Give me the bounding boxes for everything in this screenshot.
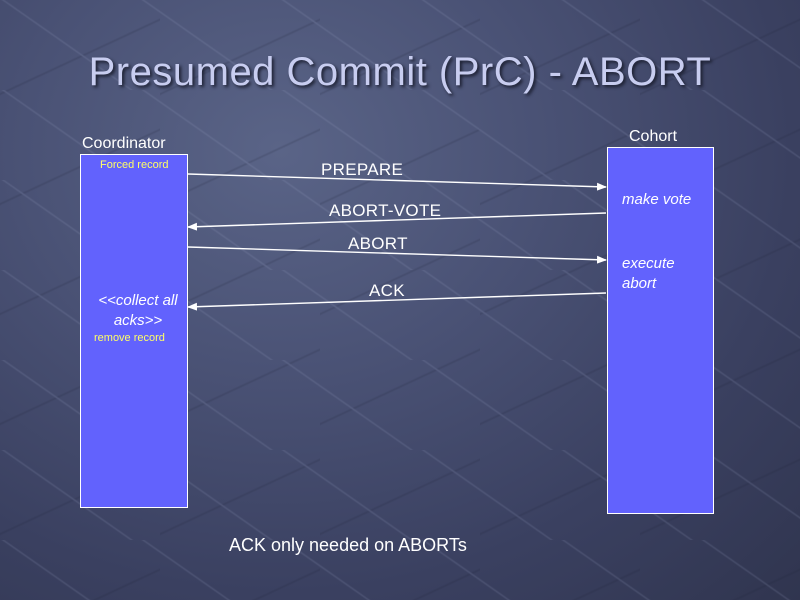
coordinator-label: Coordinator — [82, 135, 166, 152]
collect-acks-note: <<collect all acks>> — [98, 292, 178, 329]
remove-record-note: remove record — [94, 332, 165, 344]
make-vote-note: make vote — [622, 191, 692, 208]
arrow-abort-vote — [187, 212, 607, 231]
cohort-lifeline — [607, 147, 714, 514]
forced-record-note: Forced record — [100, 159, 169, 171]
message-label-ack: ACK — [369, 281, 405, 300]
footer-note: ACK only needed on ABORTs — [229, 535, 467, 555]
cohort-label: Cohort — [629, 128, 678, 145]
coordinator-lifeline — [80, 154, 188, 508]
arrow-ack — [187, 292, 607, 311]
slide-title: Presumed Commit (PrC) - ABORT — [88, 50, 712, 94]
arrow-abort — [187, 246, 607, 264]
message-label-abort-vote: ABORT-VOTE — [329, 201, 442, 220]
arrow-prepare — [187, 173, 607, 191]
message-label-prepare: PREPARE — [321, 160, 404, 179]
execute-abort-note: execute abort — [622, 255, 675, 292]
message-label-abort: ABORT — [348, 234, 408, 253]
